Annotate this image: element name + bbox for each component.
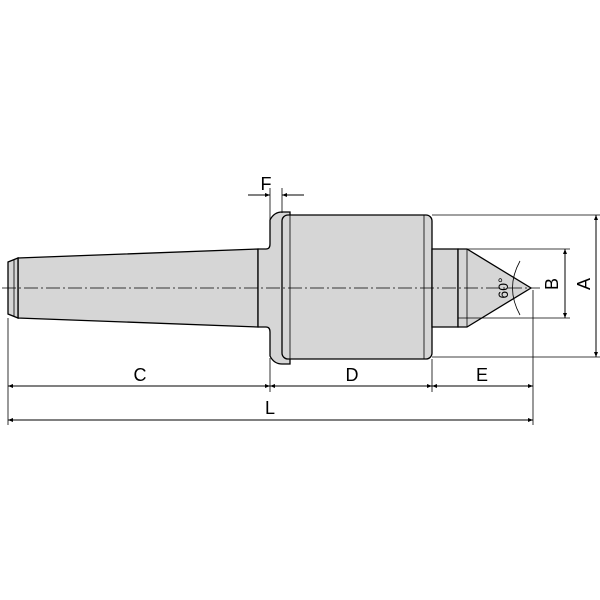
angle-label: 60° — [495, 277, 511, 298]
angle-indicator: 60° — [495, 260, 521, 316]
label-A: A — [574, 278, 594, 290]
taper-shank — [7, 248, 259, 328]
label-D: D — [346, 365, 359, 385]
dimension-A: A — [574, 215, 598, 357]
dimension-E: E — [432, 365, 533, 388]
label-F: F — [261, 174, 272, 194]
dimension-L: L — [8, 398, 533, 422]
label-B: B — [542, 278, 562, 290]
label-L: L — [265, 398, 275, 418]
extension-lines — [7, 188, 600, 425]
dimension-D: D — [270, 365, 432, 388]
dimension-C: C — [8, 365, 270, 388]
label-C: C — [134, 365, 147, 385]
label-E: E — [476, 365, 488, 385]
bearing-housing — [281, 214, 433, 360]
dimension-B: B — [542, 249, 567, 318]
dimension-F: F — [248, 174, 304, 197]
